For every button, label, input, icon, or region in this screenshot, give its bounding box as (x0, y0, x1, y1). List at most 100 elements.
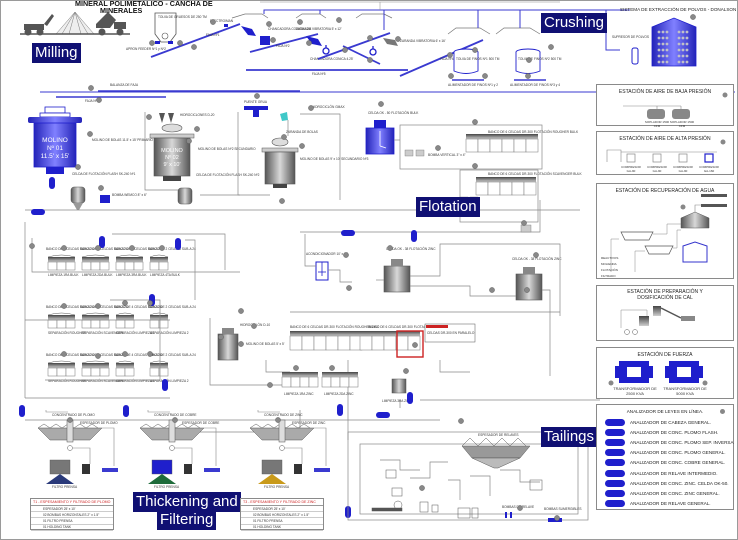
filter-press (261, 459, 283, 475)
flotation-cell (330, 376, 341, 388)
concentrate-pile (258, 474, 286, 484)
filter-cartridge (677, 30, 681, 34)
svg-text:CHANCADORA CONICA 4.25': CHANCADORA CONICA 4.25' (310, 57, 354, 61)
svg-text:HIDROCICLÓN GMAX: HIDROCICLÓN GMAX (312, 104, 345, 109)
flotation-cell (525, 138, 539, 153)
lime-tank (639, 316, 649, 326)
blower-icons (623, 92, 728, 119)
filter-cartridge (685, 30, 689, 34)
flotation-cell (99, 367, 110, 377)
svg-text:MOLINO: MOLINO (42, 137, 68, 144)
svg-text:ALIMENTADOR DE FINOS Nº1 y 2: ALIMENTADOR DE FINOS Nº1 y 2 (448, 83, 498, 87)
flotation-cell (90, 261, 101, 271)
flotation-cell (115, 319, 126, 329)
equipment-number-tag (194, 126, 200, 132)
flotation-cell (487, 181, 501, 196)
sump-pump-marker (337, 404, 343, 416)
equipment-number-tag (95, 245, 101, 251)
zinc-table-rows: ESPESADOR 25' x 10'02 BOMBAS HORIZONTALE… (241, 506, 323, 531)
flotation-cell (99, 261, 110, 271)
cone-crusher-1 (260, 36, 270, 45)
analyzer-icon (605, 479, 625, 487)
equipment-number-tag (367, 35, 373, 41)
scavenger-zinc-bank (359, 331, 421, 351)
svg-text:11.5' x 15': 11.5' x 15' (41, 153, 70, 160)
svg-text:CELDA OK - 50 FLOTACIÓN BULK: CELDA OK - 50 FLOTACIÓN BULK (368, 110, 419, 115)
filter-cartridge (661, 60, 665, 64)
power-station-panel: ESTACIÓN DE FUERZA TRANSFORMADOR DE 2500… (596, 347, 734, 399)
equipment-number-tag (472, 163, 478, 169)
settling-tank (620, 231, 654, 241)
equipment-number-tag (270, 37, 276, 43)
apron-feeder-label: APRON FEEDER Nº1 y Nº2 (126, 47, 166, 51)
svg-text:LIMPIEZA 1RA ZINC: LIMPIEZA 1RA ZINC (284, 392, 314, 396)
zinc-pipes (304, 234, 561, 376)
svg-text:BANCO DE 6 CELDAS DR-300 FLOTA: BANCO DE 6 CELDAS DR-300 FLOTACIÓN ROUGH… (290, 324, 380, 329)
svg-text:BANCO DE 6 CELDAS DR-300 FLOTA: BANCO DE 6 CELDAS DR-300 FLOTACIÓN ROUGH… (488, 129, 579, 134)
svg-text:PUENTE GRUA: PUENTE GRUA (244, 100, 268, 104)
equipment-number-tag (690, 14, 696, 20)
equipment-number-tag (29, 243, 35, 249)
equipment-number-tag (435, 145, 441, 151)
blower-icon (672, 109, 690, 119)
bank-title: BANCO DE 2 CELDAS SUB-A 24 (148, 305, 196, 309)
section-tag-thickening: Thickening and (133, 492, 241, 512)
regrind-mill: MOLINO DE BOLAS 5' x 5' HIDROCICLÓN D-10 (217, 322, 285, 361)
tailings-thickener: ESPESADOR DE RELAVES (461, 433, 531, 469)
filter-label: FILTRO PRENSA (154, 485, 180, 489)
filter-cartridge (657, 42, 661, 46)
water-recovery-panel: ESTACIÓN DE RECUPERACIÓN DE AGUA REACTIV… (596, 183, 734, 279)
svg-text:SUPRESOR DE POLVOS: SUPRESOR DE POLVOS (612, 35, 649, 39)
filter-cartridge (665, 36, 669, 40)
equipment-number-tag (517, 505, 523, 511)
analyzer-label: ANALIZADOR DE RELAVE GENERAL. (630, 501, 711, 507)
panel-title: ESTACIÓN DE FUERZA (637, 352, 693, 358)
table-row: ESPESADOR 25' x 10' (241, 506, 323, 513)
equipment-number-tag (533, 252, 539, 258)
flotation-pipes (300, 124, 543, 233)
equipment-number-tag (489, 287, 495, 293)
flash-cell-2: CELDA DE FLOTACIÓN FLASH SK-240 Nº2 (177, 172, 260, 205)
conveyor-belt-2 (249, 33, 319, 53)
dust-extraction-system: SISTEMA DE EXTRACCIÓN DE POLVOS - DONALS… (620, 6, 736, 67)
overhead-crane: PUENTE GRUA (244, 100, 268, 117)
equipment-number-tag (472, 119, 478, 125)
water-recovery-schematic (610, 194, 727, 272)
conveyor-belt-3 (317, 32, 391, 60)
tailings-circuit: ESPESADOR DE RELAVES BOMBAS DE RELAVE BO… (347, 431, 589, 522)
equipment-number-tag (251, 323, 257, 329)
sump-pump-marker (162, 379, 168, 391)
cone-crusher-3 (369, 46, 377, 56)
bank-title: BANCO DE 2 CELDAS SUB-A 24 (148, 353, 196, 357)
flotation-cell (308, 376, 319, 388)
flotation-cell (371, 335, 385, 351)
bank-title: BANCO DE 4 CELDAS SUB-A 24 (80, 247, 128, 251)
flotation-cell (395, 335, 409, 351)
filter-cartridge (657, 30, 661, 34)
bank-label: SEPARACIÓN ROUGHER (48, 330, 87, 335)
svg-text:ALIMENTADOR DE FINOS Nº3 y 4: ALIMENTADOR DE FINOS Nº3 y 4 (510, 83, 560, 87)
sump-pump-marker (99, 236, 105, 248)
concentrate-label: CONCENTRADO DE PLOMO (52, 413, 95, 417)
scavenger-bulk-bank (475, 177, 537, 196)
bank-label: SEPARACIÓN LIMPIEZA 1 (116, 378, 155, 383)
diagram-title-line2: MINERALES (100, 6, 143, 15)
filter-cartridge (665, 30, 669, 34)
flotation-cell (90, 319, 101, 329)
analyzers-panel: ANALIZADOR DE LEYES EN LÍNEA. ANALIZADOR… (596, 404, 734, 510)
equipment-number-tag (95, 303, 101, 309)
svg-text:MOLINO: MOLINO (161, 148, 183, 154)
svg-text:HIDROCICLONES D-20: HIDROCICLONES D-20 (180, 113, 215, 117)
bank-title: BANCO DE 4 CELDAS SUB-A 24 (114, 353, 162, 357)
equipment-number-tag (159, 245, 165, 251)
filter-cartridge (677, 36, 681, 40)
stockyard-header: MINERAL POLIMETALICO - CANCHA DE MINERAL… (20, 0, 213, 36)
blower-icon (647, 109, 665, 119)
flotation-cell (56, 367, 67, 377)
svg-text:FAJA Nº4: FAJA Nº4 (440, 57, 454, 61)
filter-cartridge (681, 48, 685, 52)
equipment-number-tag (447, 52, 453, 58)
filter-cartridge (685, 48, 689, 52)
equipment-number-tag (419, 485, 425, 491)
